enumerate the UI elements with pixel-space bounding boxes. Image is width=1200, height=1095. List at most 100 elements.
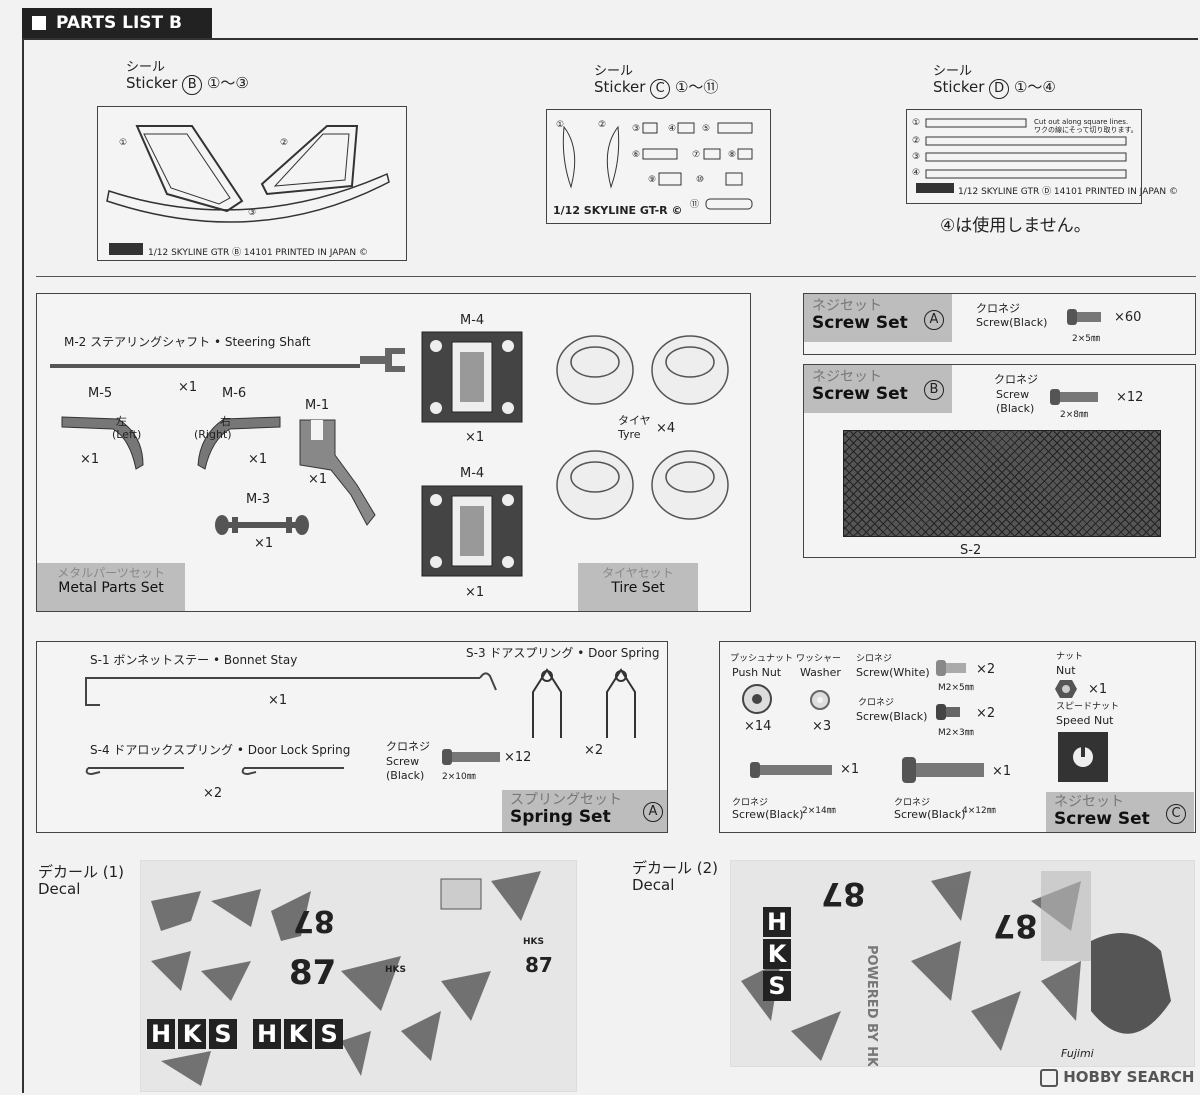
- washer-icon: [810, 690, 830, 710]
- black-screw-en: Screw(Black): [856, 710, 928, 723]
- m1-qty: ×1: [308, 472, 328, 487]
- sticker-d-note-jp: ワクの線にそって切り取ります。: [1034, 126, 1138, 134]
- m6-en: (Right): [194, 428, 232, 441]
- s1-label: S-1 ボンネットステー • Bonnet Stay: [90, 653, 298, 667]
- decal-1-number-b: 87: [289, 953, 337, 993]
- tyre-jp: タイヤ: [618, 414, 651, 427]
- metal-parts-tab: メタルパーツセット Metal Parts Set: [37, 563, 185, 611]
- bonnet-stay: [85, 672, 497, 706]
- screw-b-size: 2×8㎜: [1060, 410, 1088, 420]
- sticker-c-shapes: [562, 122, 753, 210]
- sticker-b-label: シール Sticker B ①〜③: [126, 60, 249, 95]
- black-screw-jp: クロネジ: [858, 698, 895, 708]
- spring-screw-size: 2×10㎜: [442, 772, 476, 782]
- m6-label: M-6: [222, 386, 247, 401]
- screw-set-c-letter: C: [1166, 804, 1186, 824]
- sticker-c-num-9: ⑨: [648, 175, 657, 185]
- tire-set-tab: タイヤセット Tire Set: [578, 563, 698, 611]
- white-screw-en: Screw(White): [856, 666, 930, 679]
- screw-12-size: 4×12㎜: [962, 806, 996, 816]
- nut-jp: ナット: [1056, 652, 1084, 662]
- screw-14-icon: [750, 762, 832, 778]
- mesh-s2-label: S-2: [960, 543, 982, 558]
- tyres: [556, 335, 729, 520]
- sticker-c-label: シール Sticker C ①〜⑪: [594, 64, 718, 99]
- m3-qty: ×1: [254, 536, 274, 551]
- sticker-c-num-8: ⑧: [728, 150, 737, 160]
- mesh-s2: [843, 430, 1161, 537]
- screw-12-qty: ×1: [992, 764, 1012, 779]
- spring-screw-qty: ×12: [504, 750, 532, 765]
- m6-jp: 右: [220, 415, 231, 428]
- white-screw-icon: [936, 660, 966, 676]
- spring-screw-jp: クロネジ: [386, 740, 430, 753]
- screw-a-size: 2×5㎜: [1072, 334, 1100, 344]
- m5-label: M-5: [88, 386, 113, 401]
- decal-1-brand-small: HKS: [385, 965, 406, 975]
- nut-icon: [1055, 680, 1077, 698]
- s3-label: S-3 ドアスプリング • Door Spring: [466, 646, 660, 660]
- decal-2-number-a: 87: [821, 875, 866, 913]
- m4b-label: M-4: [460, 466, 485, 481]
- screw-12-icon: [902, 757, 984, 783]
- sticker-d-num-4: ④: [912, 168, 921, 178]
- sticker-c-sheet: [546, 109, 771, 224]
- washer-jp: ワッシャー: [796, 654, 842, 664]
- screw-b-en2: (Black): [996, 402, 1035, 415]
- m5-jp: 左: [116, 415, 127, 428]
- sticker-b-footer: 1/12 SKYLINE GTR Ⓑ 14101 PRINTED IN JAPA…: [148, 248, 368, 258]
- m3-label: M-3: [246, 492, 271, 507]
- sticker-c-num-1: ①: [556, 120, 565, 130]
- sticker-b-num-2: ②: [280, 138, 289, 148]
- speed-nut-jp: スピードナット: [1056, 702, 1120, 712]
- sticker-c-num-6: ⑥: [632, 150, 641, 160]
- m4a-label: M-4: [460, 313, 485, 328]
- s4-label: S-4 ドアロックスプリング • Door Lock Spring: [90, 743, 351, 757]
- screw-a-jp: クロネジ: [976, 302, 1020, 315]
- nut-qty: ×1: [1088, 682, 1108, 697]
- spring-screw-en2: (Black): [386, 769, 425, 782]
- push-nut-en: Push Nut: [732, 666, 782, 679]
- decal-1-brand-small-2: HKS: [523, 937, 544, 947]
- sticker-c-num-5: ⑤: [702, 124, 711, 134]
- page-frame: [22, 38, 1198, 1093]
- speed-nut-icon: [1058, 732, 1108, 782]
- tyre-en: Tyre: [618, 428, 641, 441]
- push-nut-jp: プッシュナット: [730, 654, 794, 664]
- s4-qty: ×2: [203, 786, 223, 801]
- decal-1-number-a: 87: [293, 903, 335, 938]
- decal-2-powered-by: POWERED BY HKS: [864, 945, 879, 1067]
- sticker-c-num-2: ②: [598, 120, 607, 130]
- black-screw-qty: ×2: [976, 706, 996, 721]
- m1-part: [299, 419, 376, 526]
- white-screw-qty: ×2: [976, 662, 996, 677]
- hobby-search-watermark: HOBBY SEARCH: [1040, 1068, 1194, 1087]
- sticker-c-num-4: ④: [668, 124, 677, 134]
- m5-bracket: [61, 416, 144, 470]
- sticker-b-shapes: [106, 125, 390, 255]
- metal-parts-box: [36, 293, 751, 612]
- spring-set-letter: A: [643, 802, 663, 822]
- black-screw-icon: [936, 704, 960, 720]
- tyre-qty: ×4: [656, 421, 676, 436]
- sticker-d-shapes: [916, 118, 1127, 193]
- door-lock-springs: [85, 767, 344, 776]
- screw-14-jp: クロネジ: [732, 798, 769, 808]
- screw-b-qty: ×12: [1116, 390, 1144, 405]
- screw-set-a-tab: ネジセット Screw Set: [804, 294, 952, 342]
- spring-screw-en1: Screw: [386, 755, 420, 768]
- m5-en: (Left): [112, 428, 142, 441]
- decal-1-graphics: [151, 871, 541, 1086]
- screw-b-icon: [1050, 389, 1098, 405]
- sticker-c-num-10: ⑩: [696, 175, 705, 185]
- screw-a-qty: ×60: [1114, 310, 1142, 325]
- sticker-d-num-1: ①: [912, 118, 921, 128]
- washer-en: Washer: [800, 666, 841, 679]
- m4a-qty: ×1: [465, 430, 485, 445]
- decal-1-number-c: 87: [525, 953, 553, 977]
- screw-b-en1: Screw: [996, 388, 1030, 401]
- decal-2-graphics: [741, 871, 1171, 1061]
